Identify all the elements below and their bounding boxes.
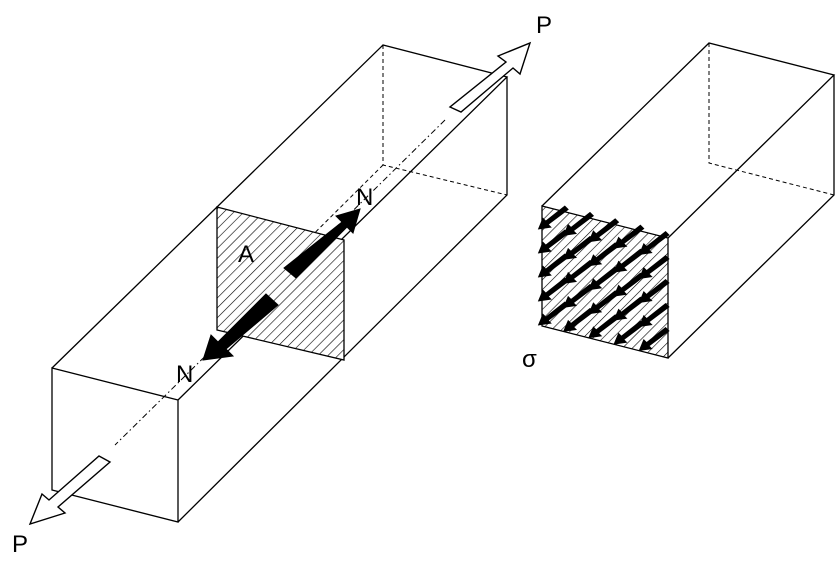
normal-force-label-lower: N [176,361,193,388]
stress-arrow [638,255,670,280]
stress-arrow [563,283,595,308]
stress-label: σ [522,346,537,373]
stress-arrow [613,248,645,273]
stress-arrow [537,253,569,278]
left-bar: A N N P P [12,12,552,558]
area-label: A [238,241,254,268]
right-bar-hidden-edges [708,43,835,196]
right-bar: σ [522,42,836,373]
stress-arrow [563,307,595,332]
stress-arrow [613,224,645,249]
load-arrow-top [448,41,532,113]
stress-arrow [563,211,595,236]
load-label-top: P [536,12,552,39]
stress-arrow [613,296,645,321]
stress-arrow-field [537,205,670,352]
stress-arrow [563,259,595,284]
right-bar-outline [541,42,836,359]
load-label-bottom: P [12,531,28,558]
stress-arrow [588,266,620,291]
normal-force-label-upper: N [356,184,373,211]
stress-arrow [638,279,670,304]
stress-arrow [537,301,569,326]
stress-arrow [588,314,620,339]
stress-arrow [588,218,620,243]
load-arrow-bottom [28,455,112,526]
stress-arrow [537,229,569,254]
stress-arrow [613,272,645,297]
stress-arrow [638,231,670,256]
stress-arrow [537,205,569,230]
left-bar-hidden-edges [216,45,508,331]
stress-arrow [613,320,645,345]
stress-arrow [563,235,595,260]
stress-arrow [638,303,670,328]
stress-section-area [541,205,669,359]
normal-force-arrow-upper [283,208,361,279]
stress-arrow [588,290,620,315]
stress-arrow [588,242,620,267]
normal-force-arrow-lower [202,293,279,361]
stress-arrow [638,327,670,352]
stress-arrow [537,277,569,302]
